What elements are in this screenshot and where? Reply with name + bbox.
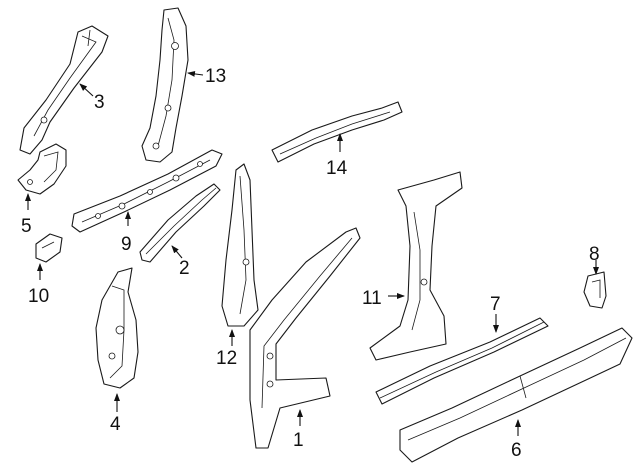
part-3-pillar-reinforcement[interactable] [19,25,109,155]
part-6-rocker-panel[interactable] [399,327,633,463]
callout-14: 14 [326,158,348,179]
callout-5: 5 [21,216,32,237]
callout-1: 1 [293,430,304,451]
callout-4: 4 [110,414,121,435]
part-8-bracket[interactable] [583,271,607,309]
part-12-b-pillar-reinforcement[interactable] [221,163,259,327]
part-14-roof-rail[interactable] [271,101,403,163]
part-11-center-pillar[interactable] [369,171,463,361]
callout-3: 3 [94,92,105,113]
part-7-rocker-reinforcement[interactable] [375,317,549,405]
callout-9: 9 [121,234,132,255]
part-1-front-body-pillar[interactable] [249,227,361,449]
callout-8: 8 [589,244,600,265]
part-10-small-bracket[interactable] [35,233,63,263]
callout-10: 10 [28,286,49,307]
callout-11: 11 [362,288,382,309]
leader-13 [187,70,204,77]
callout-2: 2 [179,258,190,279]
part-2-rail-reinforcement[interactable] [139,183,221,263]
part-13-b-pillar-inner[interactable] [141,7,189,163]
callout-12: 12 [216,348,237,369]
part-5-bracket[interactable] [17,143,67,195]
leader-3 [79,83,94,97]
callout-13: 13 [205,66,226,87]
part-4-hinge-pillar-lower[interactable] [95,267,139,389]
part-9-reinforcement-strip[interactable] [71,149,223,233]
leader-2 [171,245,183,259]
callout-7: 7 [490,294,501,315]
callout-6: 6 [511,440,522,461]
